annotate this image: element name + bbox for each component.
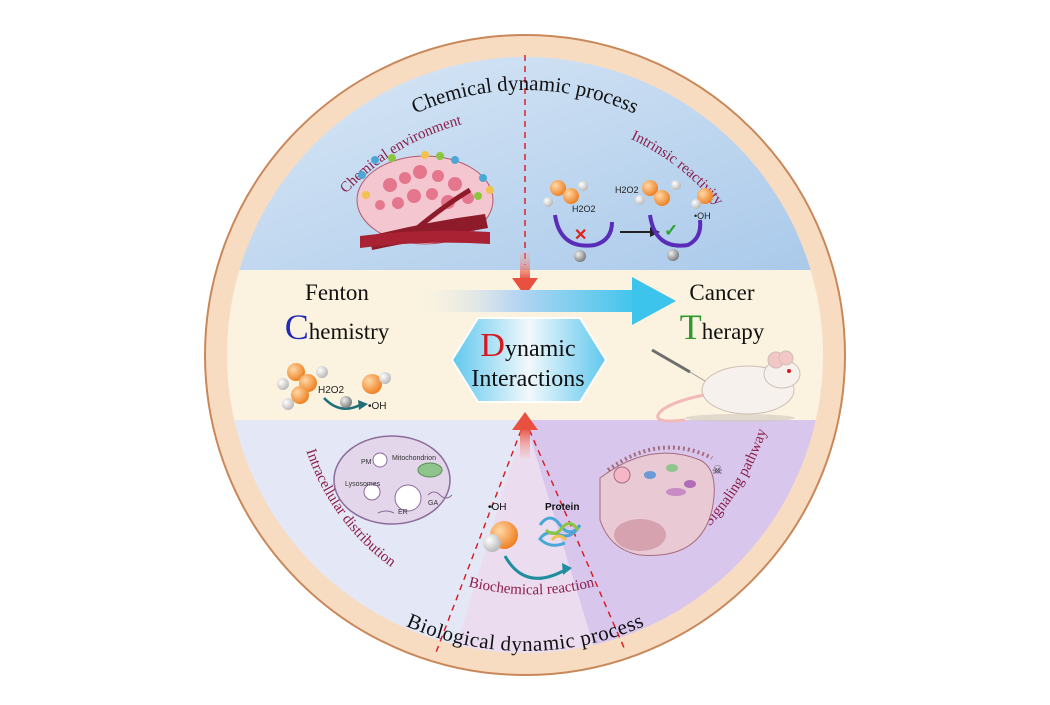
- therapy-rest: herapy: [702, 319, 765, 344]
- oh-radical-label-left: •OH: [368, 401, 387, 412]
- tumor-microenvironment-illustration: [356, 151, 494, 250]
- top-arrow-head: [512, 278, 538, 296]
- chemistry-label: Chemistry: [285, 307, 390, 347]
- intrinsic-reactivity-illustration: H2O2 ✕ H2O2 ✓ •OH: [543, 180, 713, 262]
- top-arrow-shaft: [520, 252, 530, 280]
- ga-label: GA: [428, 500, 438, 507]
- center-title-line2: Interactions: [471, 366, 584, 392]
- therapy-cap-letter: T: [680, 307, 702, 347]
- protein-label: Protein: [545, 502, 579, 513]
- chemistry-rest: hemistry: [309, 319, 390, 344]
- h2o2-formula-b: H2O2: [615, 185, 639, 195]
- mitochondrion-label: Mitochondrion: [392, 455, 436, 462]
- oh-radical-label-top: •OH: [694, 211, 711, 221]
- bottom-right-divider: [524, 419, 626, 651]
- er-label: ER: [398, 509, 408, 516]
- cell-organelle-illustration: PM Mitochondrion Lysosomes ER GA: [333, 435, 453, 525]
- pm-label: PM: [361, 459, 372, 466]
- center-word-rest: ynamic: [505, 336, 576, 362]
- oh-radical-label-bottom: •OH: [488, 502, 507, 513]
- h2o2-formula-left: H2O2: [318, 385, 345, 396]
- fenton-label: Fenton: [305, 280, 369, 305]
- biochemical-reaction-label: Biochemical reaction: [467, 574, 596, 598]
- fenton-reaction-illustration: H2O2 •OH: [277, 363, 391, 412]
- signaling-pathway-illustration: ☠: [599, 445, 723, 556]
- skull-icon: ☠: [712, 463, 723, 477]
- chemistry-cap-letter: C: [285, 307, 309, 347]
- bottom-arrow-head: [512, 412, 538, 430]
- therapy-label: Therapy: [680, 307, 765, 347]
- center-hexagon: [450, 317, 608, 403]
- h2o2-formula-a: H2O2: [572, 204, 596, 214]
- center-title-line1: Dynamic: [480, 327, 575, 364]
- main-arrow-shaft: [410, 290, 640, 312]
- mouse-illustration: [651, 348, 801, 423]
- main-arrow-head: [632, 277, 676, 325]
- center-cap-letter: D: [480, 327, 505, 364]
- bottom-arrow-shaft: [520, 428, 530, 458]
- biochemical-reaction-illustration: •OH Protein: [483, 502, 582, 580]
- biochemical-section: [440, 420, 610, 653]
- lysosomes-label: Lysosomes: [345, 481, 381, 488]
- bottom-left-divider: [434, 419, 526, 656]
- blocked-mark: ✕: [574, 227, 587, 244]
- cancer-label: Cancer: [689, 280, 754, 305]
- success-check: ✓: [664, 221, 678, 240]
